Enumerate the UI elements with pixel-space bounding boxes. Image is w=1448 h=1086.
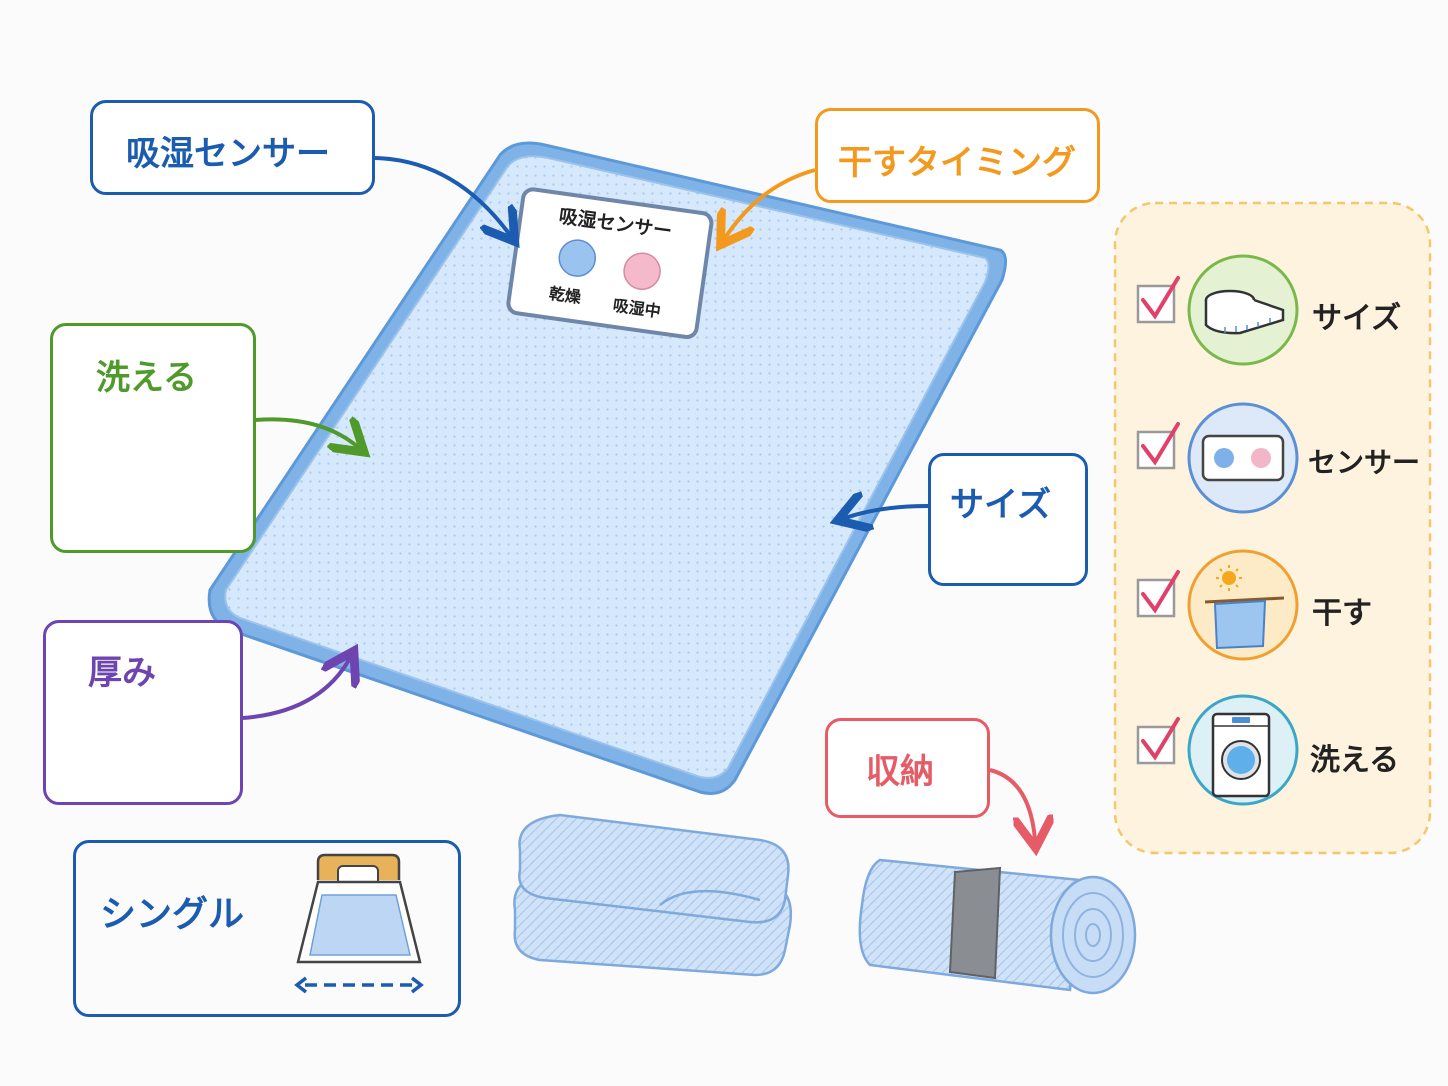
checklist-item-washable: 洗える [1310,743,1400,778]
thickness-arrow [242,658,350,720]
washing-machine-icon [1187,694,1299,806]
sensor-icon [1187,402,1299,514]
storage-callout [825,718,990,818]
size-callout-label: サイズ [950,485,1051,525]
storage-callout-label: 収納 [866,752,934,792]
single-bed-icon [294,853,424,994]
wet-indicator-dot [623,252,661,290]
thickness-callout [43,620,243,805]
single-callout [73,840,461,1017]
checklist-checkbox[interactable] [1136,422,1180,470]
checklist-item-dry: 干す [1312,596,1372,631]
checklist-item-sensor: センサー [1308,446,1421,479]
thickness-callout-label: 厚み [88,653,156,693]
folded-mat [513,813,793,977]
storage-arrow [989,768,1035,840]
sensor-callout [90,100,375,195]
size-arrow [845,506,929,518]
tape-measure-icon [1187,254,1299,366]
checklist-item-size: サイズ [1312,301,1402,336]
checklist-checkbox[interactable] [1136,276,1180,324]
sensor-arrow [374,156,510,235]
size-callout [928,453,1088,586]
sensor-dry-label: 乾燥 [548,284,583,307]
checklist-panel [1113,201,1432,855]
washable-callout-label: 洗える [96,358,197,398]
washable-arrow [254,419,358,447]
sensor-panel: 吸湿センサー 乾燥 吸湿中 [506,187,714,340]
sensor-callout-label: 吸湿センサー [126,134,330,174]
storage-strap [948,866,1002,980]
dry-indicator-dot [558,239,597,277]
dry-timing-callout-label: 干すタイミング [838,143,1076,183]
drying-sun-icon [1187,549,1299,661]
dehumidifying-mat [207,141,1007,795]
checklist-checkbox[interactable] [1136,717,1180,765]
checklist-checkbox[interactable] [1136,570,1180,618]
single-callout-label: シングル [100,894,245,935]
dry-timing-arrow [725,168,816,238]
washable-callout [50,323,256,553]
dry-timing-callout [815,108,1100,203]
rolled-mat [858,858,1137,995]
